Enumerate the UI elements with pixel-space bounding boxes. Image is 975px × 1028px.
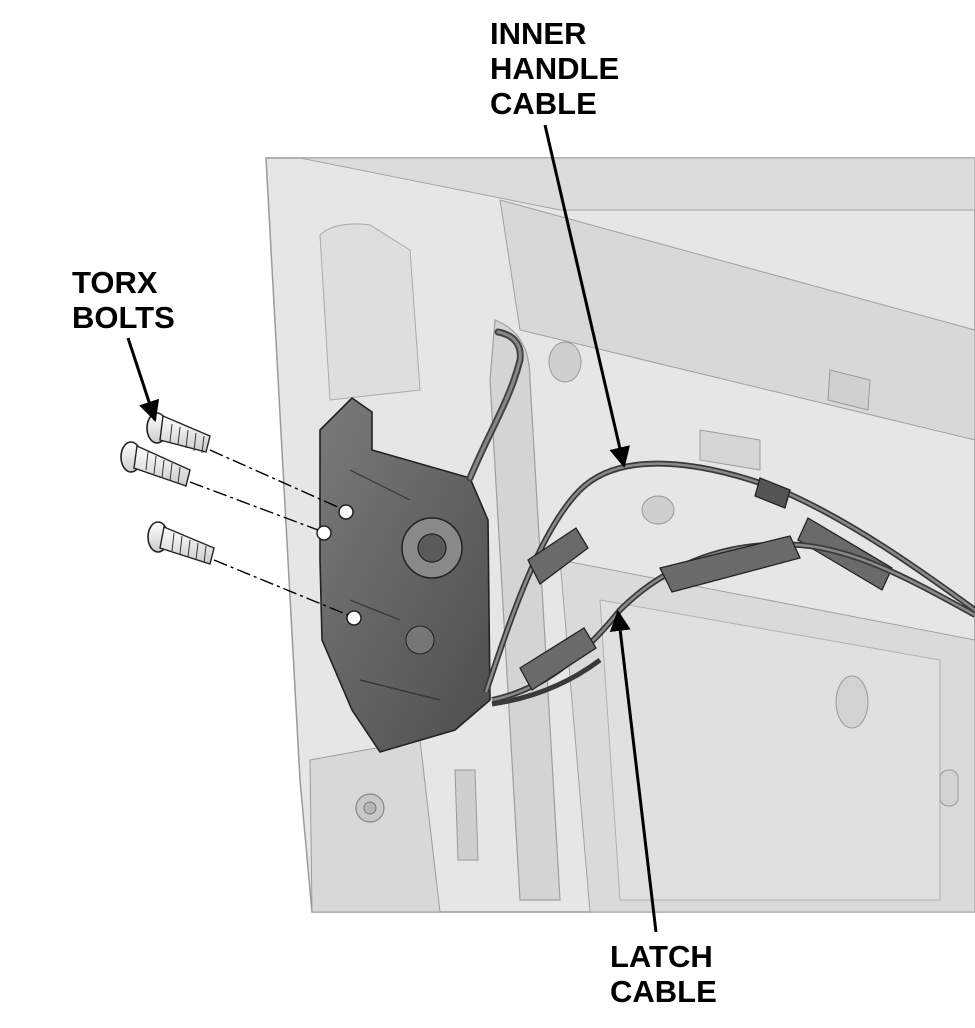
latch-cable-label: LATCH CABLE: [610, 939, 717, 1009]
torx-bolts-leader-arrow: [126, 337, 160, 422]
latch-cable: [491, 535, 975, 707]
torx-bolts-label: TORX BOLTS: [72, 265, 175, 335]
inner-handle-cable-label-line-2: HANDLE: [490, 51, 620, 86]
bolt-hole-lower: [346, 610, 362, 626]
bolt-hole-upper: [338, 504, 354, 520]
bolt-hole-middle: [316, 525, 332, 541]
inner-handle-cable-label-line-1: INNER: [490, 16, 587, 51]
latch-cable-label-line-2: CABLE: [610, 974, 717, 1009]
torx-bolt-lower: [147, 521, 349, 616]
latch-cable-label-line-1: LATCH: [610, 939, 713, 974]
door-latch-assembly: [319, 396, 491, 753]
torx-bolts-label-line-1: TORX: [72, 265, 158, 300]
latch-bolt-holes: [316, 504, 362, 626]
inner-handle-cable-label-line-3: CABLE: [490, 86, 597, 121]
inner-handle-cable-label: INNER HANDLE CABLE: [490, 16, 619, 121]
inner-handle-cable: [483, 460, 975, 693]
torx-bolt-middle: [120, 441, 319, 531]
latch-cable-leader-arrow: [609, 609, 658, 933]
inner-handle-cable-leader-arrow: [543, 124, 630, 469]
torx-bolts-label-line-2: BOLTS: [72, 300, 175, 335]
